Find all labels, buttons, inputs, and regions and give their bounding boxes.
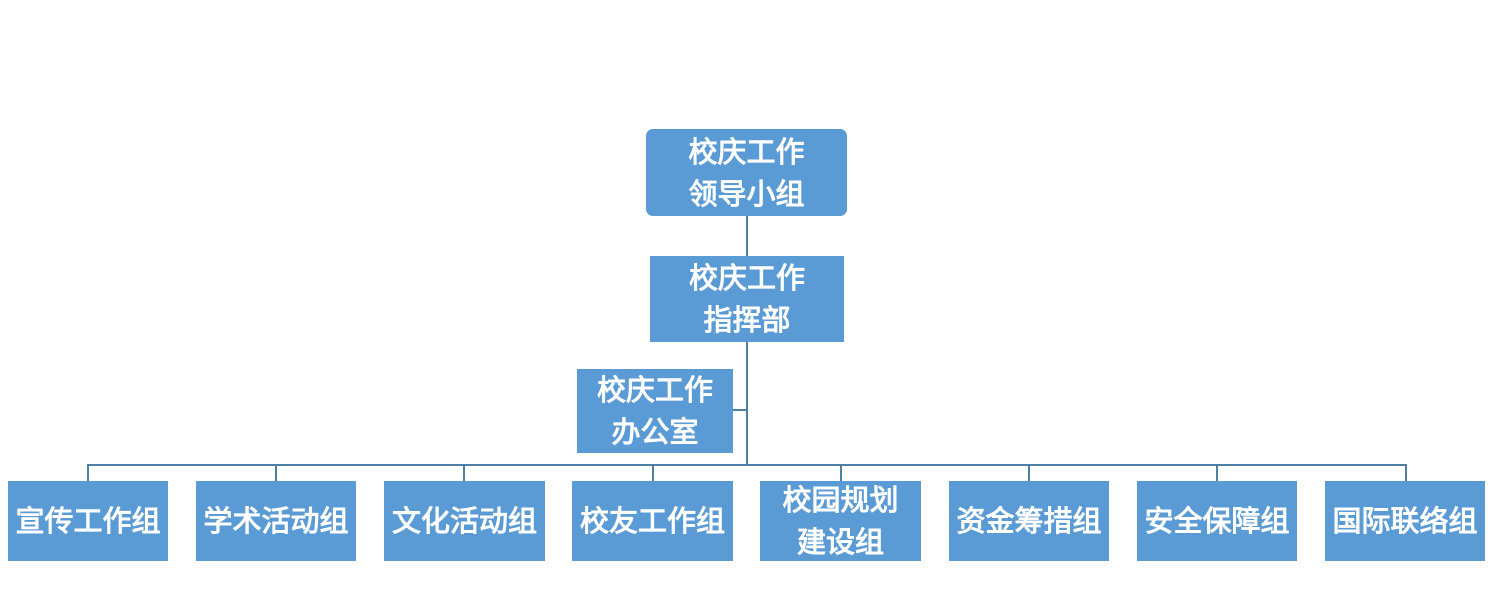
node-office-line-1: 校庆工作 (596, 373, 713, 407)
connector-drop-4 (840, 464, 842, 481)
node-group-campus-planning-line-2: 建设组 (796, 525, 884, 559)
connector-group-bus (87, 464, 1407, 466)
node-group-fundraising-label: 资金筹措组 (956, 504, 1102, 538)
connector-drop-6 (1216, 464, 1218, 481)
node-leadership-group-line-1: 校庆工作 (688, 134, 805, 169)
node-group-cultural-label: 文化活动组 (391, 504, 537, 538)
node-group-security-label: 安全保障组 (1144, 504, 1290, 538)
node-group-publicity: 宣传工作组 (8, 481, 168, 561)
node-office: 校庆工作 办公室 (577, 369, 733, 453)
node-group-international: 国际联络组 (1325, 481, 1485, 561)
connector-office-branch (733, 409, 747, 411)
connector-drop-5 (1028, 464, 1030, 481)
node-group-security: 安全保障组 (1137, 481, 1297, 561)
node-command-center-line-2: 指挥部 (703, 303, 791, 337)
node-leadership-group-line-2: 领导小组 (688, 176, 805, 211)
node-group-alumni-label: 校友工作组 (579, 504, 725, 538)
node-group-academic-label: 学术活动组 (203, 504, 349, 538)
node-leadership-group: 校庆工作 领导小组 (646, 129, 847, 216)
node-command-center-line-1: 校庆工作 (688, 261, 805, 295)
node-command-center: 校庆工作 指挥部 (650, 256, 844, 342)
node-group-campus-planning: 校园规划 建设组 (760, 481, 921, 561)
connector-drop-2 (463, 464, 465, 481)
node-group-alumni: 校友工作组 (572, 481, 733, 561)
node-group-cultural: 文化活动组 (384, 481, 545, 561)
connector-drop-3 (652, 464, 654, 481)
node-group-fundraising: 资金筹措组 (949, 481, 1109, 561)
node-office-line-2: 办公室 (611, 415, 699, 449)
node-group-academic: 学术活动组 (196, 481, 356, 561)
node-group-campus-planning-line-1: 校园规划 (782, 483, 899, 517)
connector-command-trunk (746, 341, 748, 465)
node-group-international-label: 国际联络组 (1332, 504, 1478, 538)
node-group-publicity-label: 宣传工作组 (15, 504, 161, 538)
connector-drop-7 (1405, 464, 1407, 481)
connector-root-to-command (746, 215, 748, 257)
connector-drop-1 (275, 464, 277, 481)
connector-drop-0 (87, 464, 89, 481)
